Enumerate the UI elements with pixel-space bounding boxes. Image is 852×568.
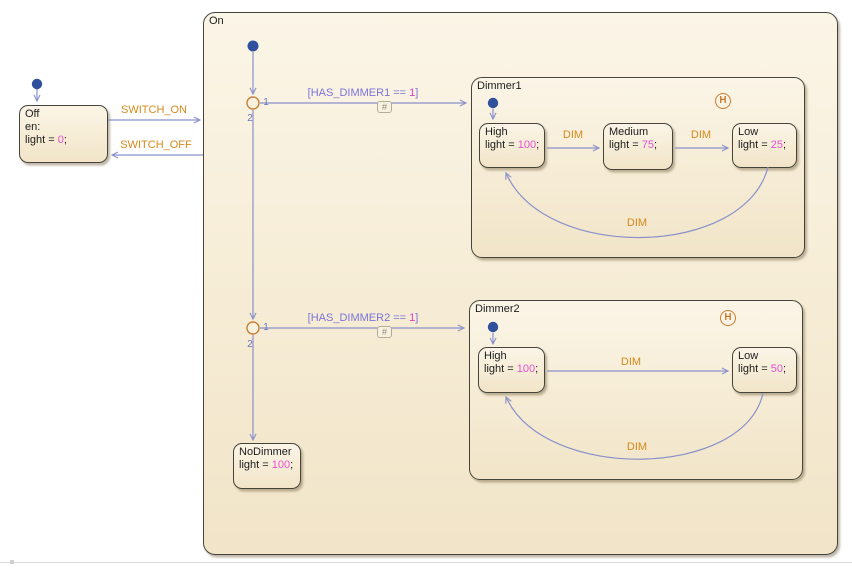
- canvas-corner-mark: [10, 560, 14, 564]
- junction1-branch1-number: 1: [263, 97, 269, 108]
- label-dim-d1-low-high[interactable]: DIM: [626, 217, 648, 229]
- junction1-branch2-number: 2: [247, 113, 253, 124]
- hash-badge-2[interactable]: #: [377, 326, 392, 338]
- history-junction-dimmer1[interactable]: H: [715, 93, 731, 109]
- state-dimmer1-medium[interactable]: Medium light = 75;: [603, 123, 673, 170]
- state-dimmer2-title: Dimmer2: [475, 303, 520, 315]
- state-off-entry: en:: [25, 121, 41, 133]
- label-condition-dimmer2[interactable]: [HAS_DIMMER2 == 1]: [307, 312, 419, 324]
- state-dimmer2-high[interactable]: High light = 100;: [478, 347, 545, 393]
- history-junction-dimmer2[interactable]: H: [720, 310, 736, 326]
- label-switch-on[interactable]: SWITCH_ON: [121, 104, 187, 116]
- label-dim-d2-low-high[interactable]: DIM: [626, 441, 648, 453]
- state-dimmer2-low[interactable]: Low light = 50;: [732, 347, 797, 393]
- label-dim-d1-medium-low[interactable]: DIM: [690, 129, 712, 141]
- label-dim-d2-high-low[interactable]: DIM: [620, 356, 642, 368]
- initial-dot-off[interactable]: [31, 78, 43, 90]
- state-off-body: light = 0;: [25, 134, 67, 146]
- state-on-title: On: [209, 15, 224, 27]
- junction2-branch1-number: 1: [263, 322, 269, 333]
- state-dimmer1-low[interactable]: Low light = 25;: [732, 123, 797, 168]
- junction2-branch2-number: 2: [247, 339, 253, 350]
- state-nodimmer[interactable]: NoDimmer light = 100;: [233, 443, 301, 489]
- state-off-title: Off: [25, 108, 40, 120]
- state-dimmer1-title: Dimmer1: [477, 80, 522, 92]
- label-condition-dimmer1[interactable]: [HAS_DIMMER1 == 1]: [307, 87, 419, 99]
- label-switch-off[interactable]: SWITCH_OFF: [120, 139, 192, 151]
- hash-badge-1[interactable]: #: [377, 101, 392, 113]
- canvas-bottom-edge: [0, 562, 852, 563]
- label-dim-d1-high-medium[interactable]: DIM: [562, 129, 584, 141]
- state-dimmer1-high[interactable]: High light = 100;: [479, 123, 545, 168]
- state-off[interactable]: Off en: light = 0;: [19, 105, 108, 163]
